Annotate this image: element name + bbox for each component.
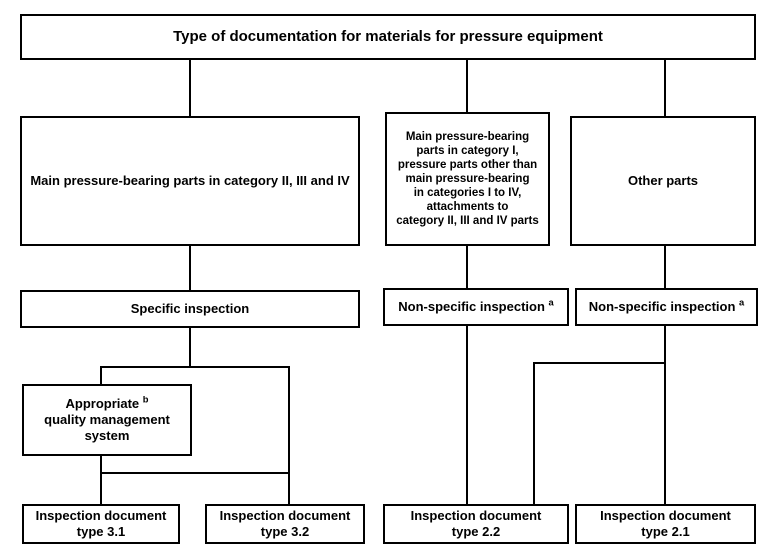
title-box-label: Type of documentation for materials for … [173,27,603,45]
connector-nonspecific-middle-to-doc22 [466,326,468,504]
document-box-line1: Inspection document [410,508,542,524]
title-box: Type of documentation for materials for … [20,14,756,60]
qms-line1: Appropriate [65,396,140,412]
document-box-line2: type 2.2 [451,524,501,539]
connector-cat3-to-nonspecific-inspection [664,246,666,290]
category-box-main-parts-ii-iii-iv: Main pressure-bearing parts in category … [20,116,360,246]
footnote-marker-a: a [739,297,745,308]
category-box-label: Main pressure-bearing parts in category … [396,130,539,228]
inspection-box-specific: Specific inspection [20,290,360,328]
connector-title-to-cat1 [189,60,191,116]
inspection-box-nonspecific-right: Non-specific inspection a [575,288,758,326]
document-box-line2: type 3.2 [260,524,310,539]
connector-nonspecific-right-branch [533,362,666,364]
qms-line2: quality management [44,412,170,428]
footnote-marker-a: a [548,297,554,308]
connector-nonspecific-right-to-doc21 [664,326,666,504]
connector-specific-to-qms [100,366,102,384]
inspection-box-label: Specific inspection [130,301,250,317]
inspection-box-label: Non-specific inspection [398,299,545,315]
qms-line3: system [84,427,130,443]
connector-specific-inspection-drop [189,328,191,368]
connector-cat2-to-nonspecific-inspection [466,246,468,290]
category-box-main-parts-cat-i: Main pressure-bearing parts in category … [385,112,550,246]
footnote-marker-b: b [142,394,149,405]
connector-title-to-cat3 [664,60,666,116]
connector-specific-to-doc32 [288,366,290,504]
category-box-label: Other parts [627,173,699,189]
inspection-box-label: Non-specific inspection [588,299,736,315]
document-box-line1: Inspection document [35,508,167,524]
connector-cat1-to-specific-inspection [189,246,191,290]
connector-qms-split [100,472,290,474]
connector-title-to-cat2 [466,60,468,116]
document-box-line2: type 3.1 [76,524,126,539]
connector-qms-drop [100,456,102,474]
category-box-other-parts: Other parts [570,116,756,246]
inspection-box-nonspecific-middle: Non-specific inspection a [383,288,569,326]
document-box-line1: Inspection document [219,508,351,524]
category-box-label: Main pressure-bearing parts in category … [30,173,350,189]
connector-specific-inspection-split [100,366,290,368]
document-box-line2: type 2.1 [641,524,690,539]
connector-branch-to-doc22 [533,362,535,504]
connector-qms-to-doc31 [100,472,102,504]
document-box-line1: Inspection document [600,508,731,524]
